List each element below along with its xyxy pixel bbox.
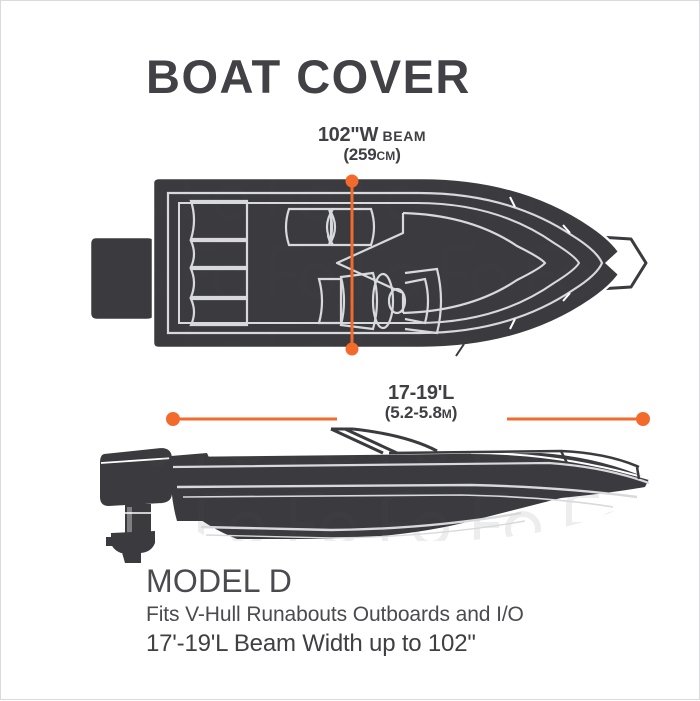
- beam-value: 102"W: [317, 124, 379, 146]
- beam-unit-text: BEAM: [382, 128, 427, 144]
- side-view-group: [98, 427, 650, 563]
- helm-console: [317, 267, 443, 335]
- stern-bench-seats: [189, 199, 249, 327]
- length-metric-value: 5.2-5.8: [390, 403, 442, 422]
- beam-endpoint-top: [345, 174, 359, 188]
- length-dimension-line: [166, 412, 650, 426]
- beam-metric-open: (: [343, 145, 349, 164]
- cover-outer-outline: [151, 176, 627, 350]
- hull-stripe-lines: [172, 461, 650, 539]
- cover-seam-ticks: [509, 196, 571, 330]
- bow-rail: [388, 449, 641, 480]
- gunwale-contour-2: [178, 202, 581, 324]
- top-view-group: [88, 174, 648, 357]
- beam-dimension-line: [345, 174, 359, 356]
- gunwale-contour-1: [166, 191, 604, 335]
- length-metric-close: ): [451, 403, 458, 422]
- fits-description: Fits V-Hull Runabouts Outboards and I/O: [146, 603, 524, 626]
- model-label: MODEL D: [146, 563, 293, 599]
- length-value: 17-19'L: [387, 382, 455, 404]
- bow-cockpit-opening: [402, 211, 547, 315]
- bow-walkway-v: [335, 213, 405, 313]
- length-dimension-label: 17-19'L (5.2-5.8M): [331, 383, 511, 423]
- motor-cover-shape: [90, 237, 155, 320]
- beam-metric-close: ): [395, 145, 401, 164]
- beam-dimension-label: 102"W BEAM (259CM): [287, 125, 457, 165]
- length-endpoint-left: [166, 412, 180, 426]
- length-metric-open: (: [384, 403, 391, 422]
- beam-metric-value: 259: [348, 145, 377, 164]
- spec-description: 17'-19'L Beam Width up to 102": [146, 630, 476, 657]
- beam-metric-unit: CM: [376, 149, 396, 163]
- length-metric-unit: M: [441, 407, 452, 421]
- cover-hem-tick: [455, 343, 465, 357]
- page-title: BOAT COVER: [146, 50, 471, 103]
- bow-tip-outline: [598, 235, 648, 291]
- bow-deck-edge: [470, 452, 650, 480]
- beam-endpoint-bottom: [345, 342, 359, 356]
- windshield-frame: [330, 427, 438, 455]
- length-endpoint-right: [636, 412, 650, 426]
